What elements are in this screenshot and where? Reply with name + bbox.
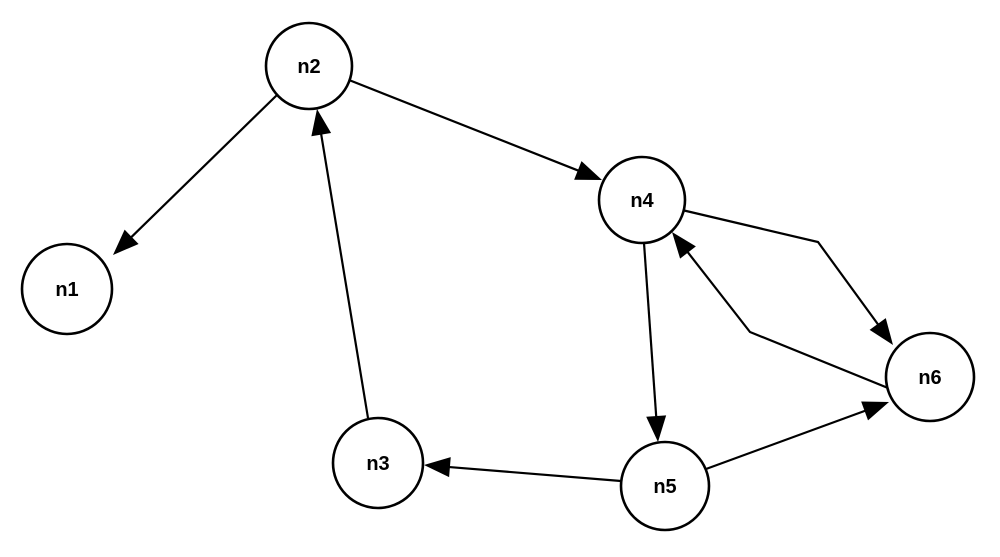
arrowhead-icon xyxy=(311,109,332,137)
nodes-layer: n1 n2 n3 n4 n5 n6 xyxy=(20,21,976,532)
edge-line xyxy=(129,94,278,240)
node-circle[interactable] xyxy=(884,331,976,423)
edge-line xyxy=(705,409,867,471)
arrowhead-icon xyxy=(424,457,451,478)
graph-edge-n6-to-n4[interactable] xyxy=(672,232,894,392)
edges-layer xyxy=(113,78,894,483)
graph-node-n6[interactable]: n6 xyxy=(884,331,976,423)
arrowhead-icon xyxy=(869,318,893,345)
edge-line xyxy=(447,465,622,483)
node-circle[interactable] xyxy=(597,155,687,245)
node-circle[interactable] xyxy=(331,416,425,510)
arrowhead-icon xyxy=(672,232,696,259)
arrowhead-icon xyxy=(646,415,667,442)
graph-edge-n5-to-n6[interactable] xyxy=(705,401,889,471)
graph-node-n1[interactable]: n1 xyxy=(20,242,114,336)
node-circle[interactable] xyxy=(264,21,354,111)
edge-line xyxy=(319,132,370,419)
graph-edge-n3-to-n2[interactable] xyxy=(311,109,370,419)
graph-edge-n5-to-n3[interactable] xyxy=(424,457,622,483)
graph-node-n5[interactable]: n5 xyxy=(619,440,711,532)
graph-edge-n4-to-n5[interactable] xyxy=(642,242,667,442)
graph-edge-n4-to-n6[interactable] xyxy=(681,208,893,345)
graph-node-n2[interactable]: n2 xyxy=(264,21,354,111)
edge-line xyxy=(685,250,894,392)
edge-line xyxy=(681,208,880,327)
edge-line xyxy=(642,242,658,419)
edge-line xyxy=(348,78,581,173)
node-circle[interactable] xyxy=(20,242,114,336)
graph-node-n3[interactable]: n3 xyxy=(331,416,425,510)
graph-edge-n2-to-n4[interactable] xyxy=(348,78,602,180)
graph-node-n4[interactable]: n4 xyxy=(597,155,687,245)
node-circle[interactable] xyxy=(619,440,711,532)
arrowhead-icon xyxy=(861,401,889,421)
arrowhead-icon xyxy=(574,161,602,180)
arrowhead-icon xyxy=(113,229,139,255)
graph-edge-n2-to-n1[interactable] xyxy=(113,94,278,255)
